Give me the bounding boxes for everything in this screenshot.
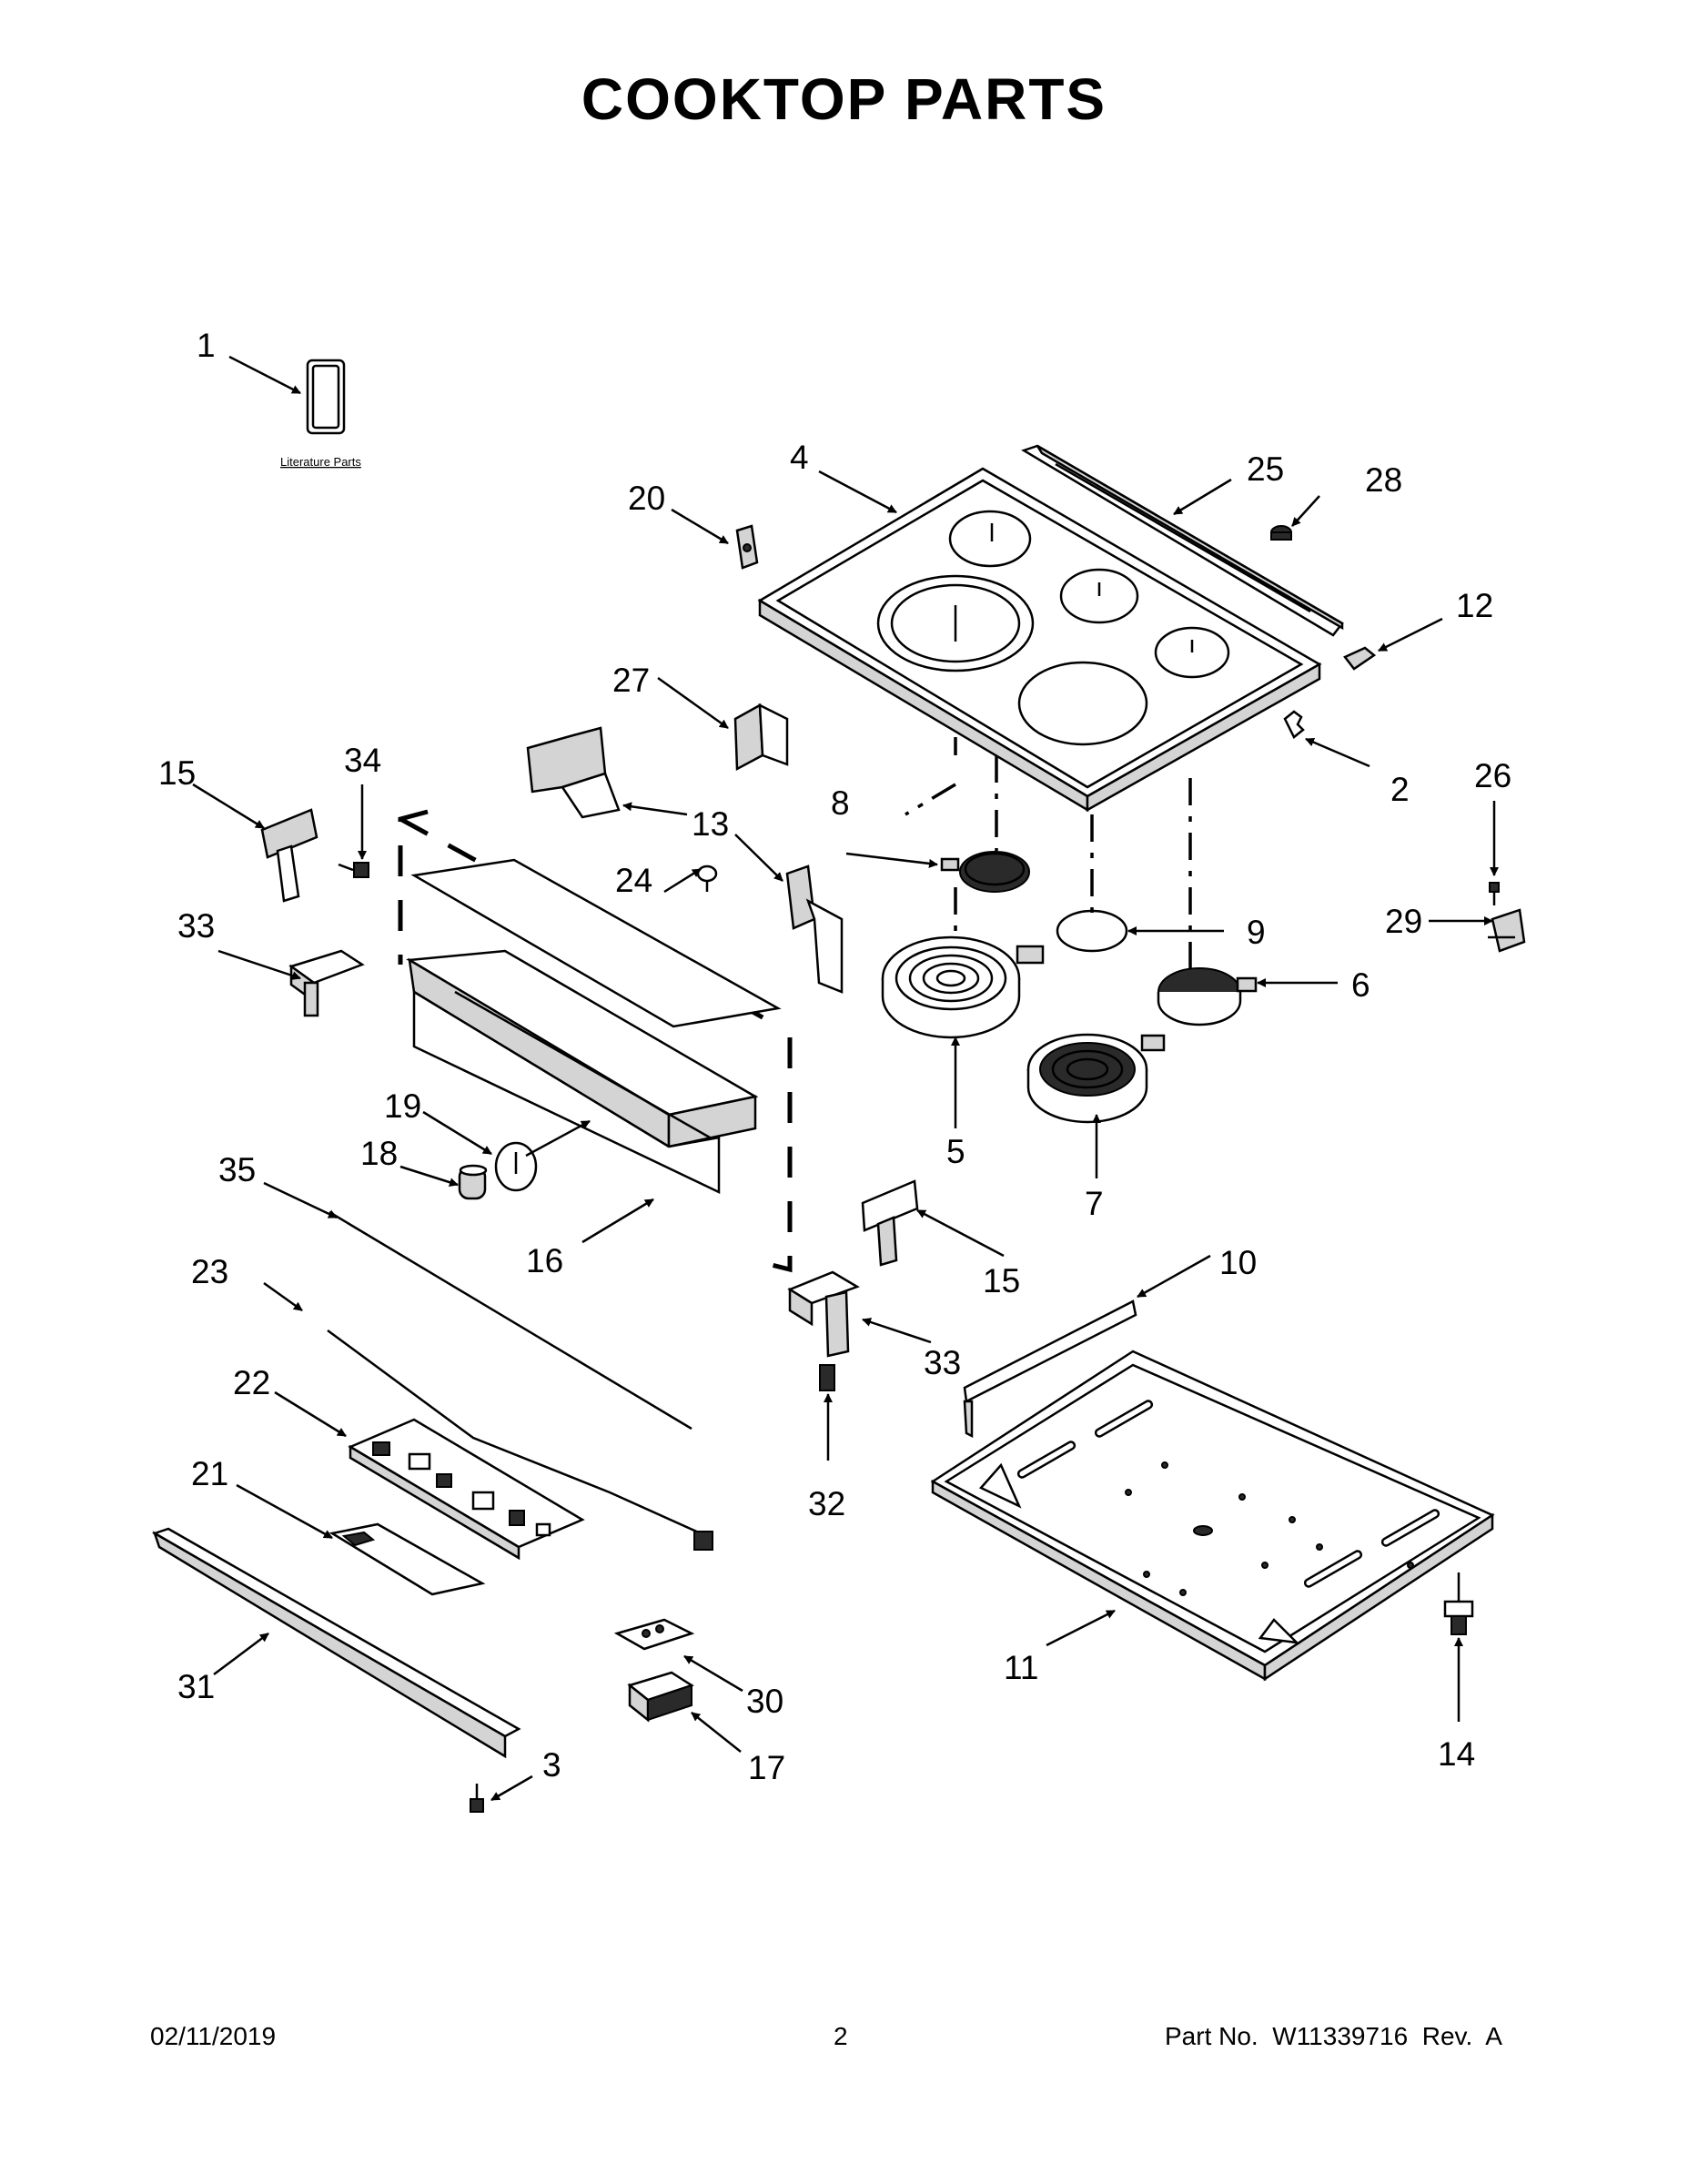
- part-21-shield: [329, 1522, 486, 1596]
- part-2-spring-clip: [1283, 710, 1305, 739]
- part-27-bracket: [733, 703, 789, 772]
- callout-32: 32: [808, 1485, 845, 1522]
- footer-part-number: Part No. W11339716 Rev. A: [1165, 2022, 1502, 2050]
- callout-31: 31: [177, 1668, 215, 1705]
- part-28-bumper: [1270, 525, 1292, 541]
- part-9-ring: [1056, 909, 1128, 953]
- leader-arrows: [192, 355, 1499, 1802]
- part-7-element: [1026, 1033, 1166, 1124]
- part-33-hinge-left: [288, 949, 365, 1017]
- literature-parts-icon: Literature Parts: [280, 359, 361, 469]
- part-34-screw: [338, 862, 369, 878]
- callout-2: 2: [1390, 771, 1410, 808]
- rear-vent-trim: [1021, 444, 1344, 637]
- callout-14: 14: [1438, 1735, 1475, 1773]
- callout-7: 7: [1085, 1185, 1104, 1222]
- callout-6: 6: [1351, 966, 1370, 1004]
- callout-28: 28: [1365, 461, 1402, 499]
- part-33-hinge-right: [787, 1270, 860, 1358]
- part-17-switch: [627, 1671, 694, 1723]
- base-pan-slots: [1016, 1400, 1440, 1588]
- part-13-bracket-left: [526, 726, 621, 819]
- callout-34: 34: [344, 742, 381, 779]
- callout-33-right: 33: [924, 1344, 961, 1381]
- part-19-knob-bezel: [494, 1141, 538, 1192]
- part-10-rear-bracket: [963, 1299, 1137, 1439]
- callout-27: 27: [612, 662, 650, 699]
- callout-15-right: 15: [983, 1262, 1020, 1299]
- part-11-base-pan: [930, 1350, 1495, 1682]
- part-29-bracket: [1488, 908, 1526, 953]
- callout-16: 16: [526, 1242, 563, 1279]
- console-dashed-outline: [398, 809, 793, 1273]
- callout-3: 3: [542, 1746, 561, 1784]
- part-15-bracket-right: [861, 1179, 919, 1267]
- callout-8: 8: [831, 784, 850, 822]
- part-35-rod: [329, 1210, 692, 1431]
- callout-19: 19: [384, 1087, 421, 1125]
- callout-18: 18: [360, 1135, 398, 1172]
- callout-5: 5: [946, 1133, 965, 1170]
- part-24-plug: [696, 864, 718, 892]
- part-22-control-board: [348, 1418, 585, 1561]
- callout-25: 25: [1247, 450, 1284, 488]
- callout-33-left: 33: [177, 907, 215, 945]
- part-32-screw: [819, 1364, 835, 1391]
- callout-29: 29: [1385, 903, 1422, 940]
- callout-12: 12: [1456, 587, 1493, 624]
- page-title: COOKTOP PARTS: [581, 66, 1107, 132]
- part-5-element: [881, 935, 1045, 1039]
- callout-11: 11: [1004, 1649, 1038, 1686]
- callout-15-left: 15: [158, 754, 196, 792]
- callout-35: 35: [218, 1151, 256, 1188]
- callout-22: 22: [233, 1364, 270, 1401]
- callout-10: 10: [1219, 1244, 1257, 1281]
- part-14-leveling-leg: [1443, 1572, 1474, 1635]
- callout-labels: 1 2 3 4 5 6 7 8 9 10 11 12 13 14 15 15 1…: [158, 327, 1511, 1786]
- part-16-control-panel: [406, 858, 782, 1194]
- footer-date: 02/11/2019: [150, 2022, 277, 2050]
- part-13-bracket-right: [785, 864, 844, 994]
- callout-9: 9: [1247, 914, 1266, 951]
- element-alignment-lines: [905, 737, 1192, 974]
- callout-26: 26: [1474, 757, 1511, 794]
- part-15-bracket: [260, 808, 318, 903]
- callout-4: 4: [790, 439, 809, 476]
- part-26-screw: [1489, 882, 1500, 905]
- part-31-front-trim: [151, 1527, 521, 1759]
- part-3-screw: [470, 1784, 484, 1813]
- cooktop-glass: [757, 467, 1322, 813]
- callout-1: 1: [197, 327, 216, 364]
- callout-17: 17: [748, 1749, 785, 1786]
- footer-page-number: 2: [834, 2022, 848, 2050]
- callout-13: 13: [692, 805, 729, 843]
- part-18-knob: [458, 1164, 488, 1200]
- callout-21: 21: [191, 1455, 228, 1492]
- callout-30: 30: [746, 1683, 783, 1720]
- part-6-element: [1157, 967, 1258, 1026]
- part-12-clip: [1343, 646, 1377, 671]
- literature-parts-label: Literature Parts: [280, 455, 361, 469]
- part-8-element: [940, 851, 1030, 893]
- callout-24: 24: [615, 862, 652, 899]
- part-20-label: [735, 524, 759, 570]
- callout-20: 20: [628, 480, 665, 517]
- callout-23: 23: [191, 1253, 228, 1290]
- part-30-cover: [613, 1618, 695, 1651]
- part-23-wire-harness: [327, 1329, 713, 1551]
